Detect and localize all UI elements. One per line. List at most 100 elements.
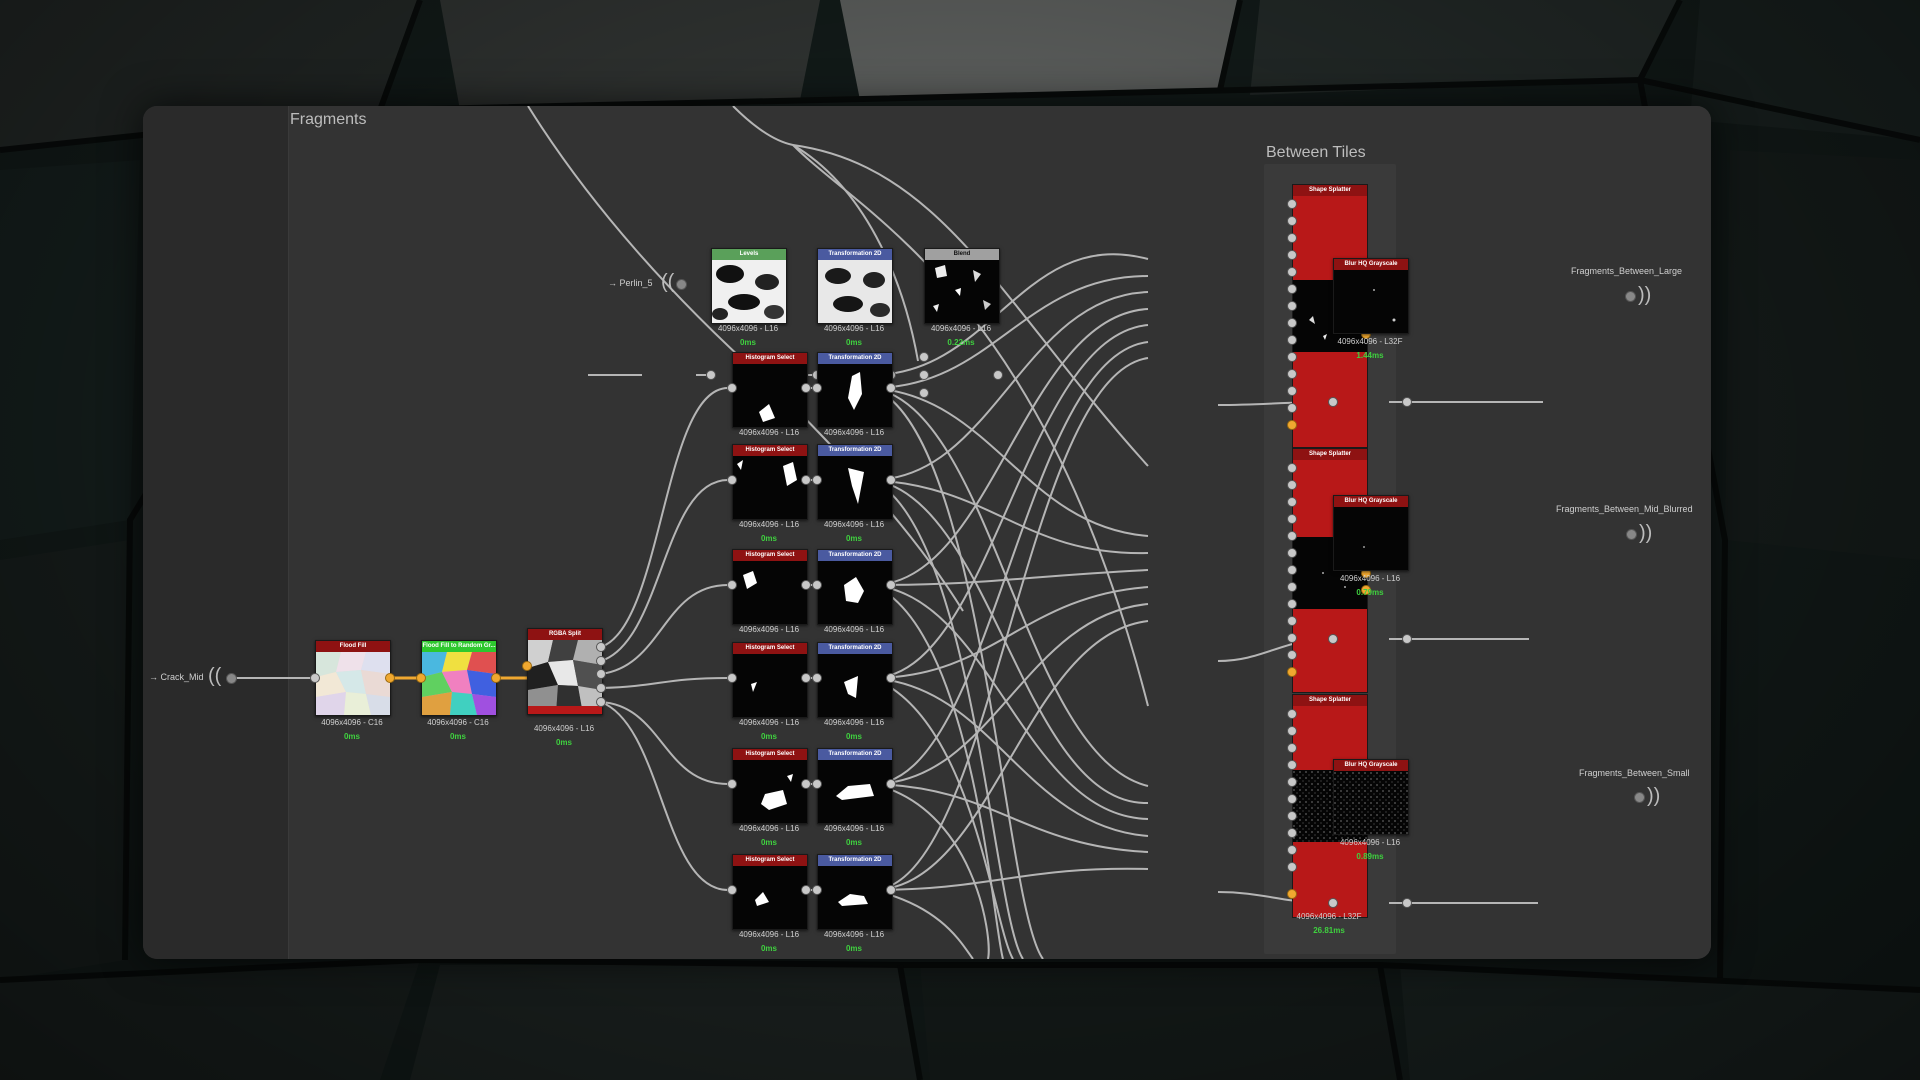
frame-fragments-title[interactable]: Fragments bbox=[290, 111, 367, 128]
splatter-3-input-7[interactable] bbox=[1287, 811, 1297, 821]
splatter-2-input-7[interactable] bbox=[1287, 565, 1297, 575]
splatter-1-input-9[interactable] bbox=[1287, 335, 1297, 345]
splatter-1-input-1[interactable] bbox=[1287, 199, 1297, 209]
splatter-2-input-6[interactable] bbox=[1287, 548, 1297, 558]
node-transform-2[interactable]: Transformation 2D bbox=[817, 444, 893, 520]
node-blur-hq-2-output[interactable] bbox=[1402, 634, 1412, 644]
node-histogram-select-2-output[interactable] bbox=[801, 475, 811, 485]
node-histogram-select-6[interactable]: Histogram Select bbox=[732, 854, 808, 930]
splatter-1-input-14[interactable] bbox=[1287, 420, 1297, 430]
node-blend-input-mask[interactable] bbox=[919, 388, 929, 398]
node-histogram-select-1-output[interactable] bbox=[801, 383, 811, 393]
node-histogram-select-3-output[interactable] bbox=[801, 580, 811, 590]
node-transform-1-output[interactable] bbox=[886, 383, 896, 393]
node-histogram-select-5-output[interactable] bbox=[801, 779, 811, 789]
node-levels-input[interactable] bbox=[706, 370, 716, 380]
node-blur-hq-1-output[interactable] bbox=[1402, 397, 1412, 407]
node-transform-2-input[interactable] bbox=[812, 475, 822, 485]
splatter-3-input-6[interactable] bbox=[1287, 794, 1297, 804]
splatter-1-input-6[interactable] bbox=[1287, 284, 1297, 294]
splatter-2-output-3[interactable] bbox=[1361, 585, 1371, 595]
node-histogram-select-4-output[interactable] bbox=[801, 673, 811, 683]
splatter-1-input-8[interactable] bbox=[1287, 318, 1297, 328]
node-rgba-split-output-a[interactable] bbox=[596, 683, 606, 693]
node-rgba-split-output-b[interactable] bbox=[596, 669, 606, 679]
node-rgba-split-output-extra[interactable] bbox=[596, 697, 606, 707]
output-between-large-port[interactable] bbox=[1625, 291, 1636, 302]
splatter-2-input-10[interactable] bbox=[1287, 616, 1297, 626]
node-blend-input-bg[interactable] bbox=[919, 370, 929, 380]
splatter-3-input-10[interactable] bbox=[1287, 862, 1297, 872]
splatter-3-input-11[interactable] bbox=[1287, 889, 1297, 899]
node-levels[interactable]: Levels bbox=[711, 248, 787, 324]
splatter-3-input-5[interactable] bbox=[1287, 777, 1297, 787]
node-transform-2-output[interactable] bbox=[886, 475, 896, 485]
splatter-1-input-5[interactable] bbox=[1287, 267, 1297, 277]
splatter-3-input-2[interactable] bbox=[1287, 726, 1297, 736]
node-histogram-select-5-input[interactable] bbox=[727, 779, 737, 789]
node-rgba-split-output-g[interactable] bbox=[596, 656, 606, 666]
node-transform-1[interactable]: Transformation 2D bbox=[817, 352, 893, 428]
node-blur-hq-3-output[interactable] bbox=[1402, 898, 1412, 908]
frame-between-tiles-title[interactable]: Between Tiles bbox=[1266, 144, 1366, 161]
node-rgba-split[interactable]: RGBA Split bbox=[527, 628, 603, 715]
node-transform-6[interactable]: Transformation 2D bbox=[817, 854, 893, 930]
node-blend-input-fg[interactable] bbox=[919, 352, 929, 362]
splatter-3-input-3[interactable] bbox=[1287, 743, 1297, 753]
node-flood-fill-random-input[interactable] bbox=[416, 673, 426, 683]
splatter-1-input-10[interactable] bbox=[1287, 352, 1297, 362]
node-transform-3-output[interactable] bbox=[886, 580, 896, 590]
node-transform-5-input[interactable] bbox=[812, 779, 822, 789]
node-histogram-select-1-input[interactable] bbox=[727, 383, 737, 393]
splatter-2-input-13[interactable] bbox=[1287, 667, 1297, 677]
splatter-2-input-4[interactable] bbox=[1287, 514, 1297, 524]
splatter-1-input-3[interactable] bbox=[1287, 233, 1297, 243]
splatter-2-input-11[interactable] bbox=[1287, 633, 1297, 643]
splatter-3-input-4[interactable] bbox=[1287, 760, 1297, 770]
node-histogram-select-1[interactable]: Histogram Select bbox=[732, 352, 808, 428]
node-histogram-select-3[interactable]: Histogram Select bbox=[732, 549, 808, 625]
node-blur-hq-3-input[interactable] bbox=[1328, 898, 1338, 908]
node-transform-1-input[interactable] bbox=[812, 383, 822, 393]
node-flood-fill-output[interactable] bbox=[385, 673, 395, 683]
splatter-2-input-12[interactable] bbox=[1287, 650, 1297, 660]
node-transform-4-output[interactable] bbox=[886, 673, 896, 683]
node-blur-hq-2[interactable]: Blur HQ Grayscale bbox=[1333, 495, 1409, 571]
input-crack-mid-port[interactable] bbox=[226, 673, 237, 684]
node-flood-fill[interactable]: Flood Fill bbox=[315, 640, 391, 716]
node-blur-hq-2-input[interactable] bbox=[1328, 634, 1338, 644]
node-transform-5[interactable]: Transformation 2D bbox=[817, 748, 893, 824]
splatter-2-input-8[interactable] bbox=[1287, 582, 1297, 592]
splatter-3-input-8[interactable] bbox=[1287, 828, 1297, 838]
splatter-1-input-13[interactable] bbox=[1287, 403, 1297, 413]
node-histogram-select-2-input[interactable] bbox=[727, 475, 737, 485]
node-histogram-select-6-output[interactable] bbox=[801, 885, 811, 895]
splatter-1-input-11[interactable] bbox=[1287, 369, 1297, 379]
node-blur-hq-1[interactable]: Blur HQ Grayscale bbox=[1333, 258, 1409, 334]
splatter-2-input-9[interactable] bbox=[1287, 599, 1297, 609]
node-rgba-split-output-r[interactable] bbox=[596, 642, 606, 652]
splatter-1-input-7[interactable] bbox=[1287, 301, 1297, 311]
splatter-1-input-2[interactable] bbox=[1287, 216, 1297, 226]
node-blur-hq-3[interactable]: Blur HQ Grayscale bbox=[1333, 759, 1409, 835]
node-histogram-select-2[interactable]: Histogram Select bbox=[732, 444, 808, 520]
node-histogram-select-4[interactable]: Histogram Select bbox=[732, 642, 808, 718]
node-blur-hq-1-input[interactable] bbox=[1328, 397, 1338, 407]
node-blend[interactable]: Blend bbox=[924, 248, 1000, 324]
node-flood-fill-input[interactable] bbox=[310, 673, 320, 683]
node-histogram-select-4-input[interactable] bbox=[727, 673, 737, 683]
node-transform-6-output[interactable] bbox=[886, 885, 896, 895]
node-transform-4-input[interactable] bbox=[812, 673, 822, 683]
node-transform-5-output[interactable] bbox=[886, 779, 896, 789]
node-transform-3-input[interactable] bbox=[812, 580, 822, 590]
input-perlin-port[interactable] bbox=[676, 279, 687, 290]
node-graph-panel[interactable]: Fragments Between Tiles bbox=[143, 106, 1711, 959]
splatter-2-input-1[interactable] bbox=[1287, 463, 1297, 473]
node-histogram-select-3-input[interactable] bbox=[727, 580, 737, 590]
splatter-2-input-2[interactable] bbox=[1287, 480, 1297, 490]
node-transform-4[interactable]: Transformation 2D bbox=[817, 642, 893, 718]
splatter-1-input-4[interactable] bbox=[1287, 250, 1297, 260]
node-flood-fill-random-output[interactable] bbox=[491, 673, 501, 683]
splatter-1-input-12[interactable] bbox=[1287, 386, 1297, 396]
splatter-2-input-5[interactable] bbox=[1287, 531, 1297, 541]
